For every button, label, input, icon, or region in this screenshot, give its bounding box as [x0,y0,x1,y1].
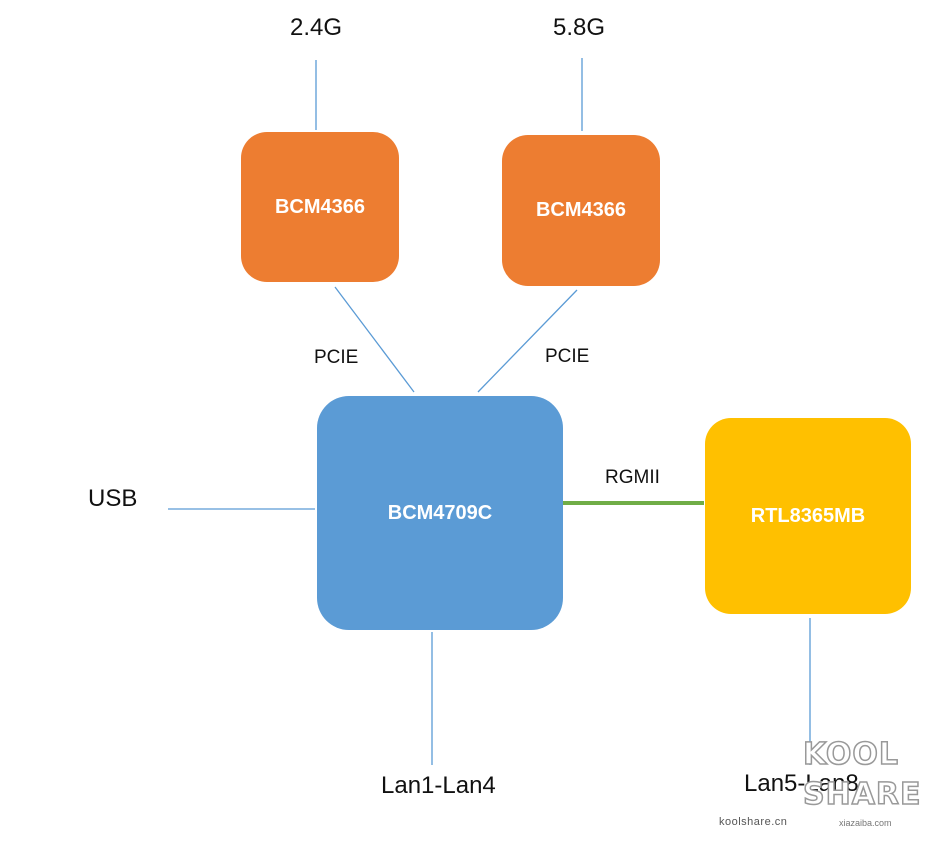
pcie-label-right: PCIE [545,346,590,367]
chip-rtl8365mb: RTL8365MB [705,418,911,614]
band-label-58g: 5.8G [553,14,606,41]
lan-5-8-label: Lan5-Lan8 [744,770,859,797]
chip-bcm4366-24g: BCM4366 [241,132,399,282]
chip-bcm4366-58g: BCM4366 [502,135,660,286]
pcie-line-left [334,286,415,393]
pcie-label-left: PCIE [314,347,359,368]
chip-label: RTL8365MB [750,504,866,527]
rgmii-label: RGMII [605,467,660,488]
chip-label: BCM4366 [274,195,366,218]
usb-label: USB [88,485,138,512]
chip-bcm4709c: BCM4709C [317,396,563,630]
band-label-24g: 2.4G [290,14,343,41]
pcie-line-right [477,289,578,393]
lan-1-4-label: Lan1-Lan4 [381,772,496,799]
chip-label: BCM4709C [387,501,493,524]
chip-label: BCM4366 [535,199,627,221]
